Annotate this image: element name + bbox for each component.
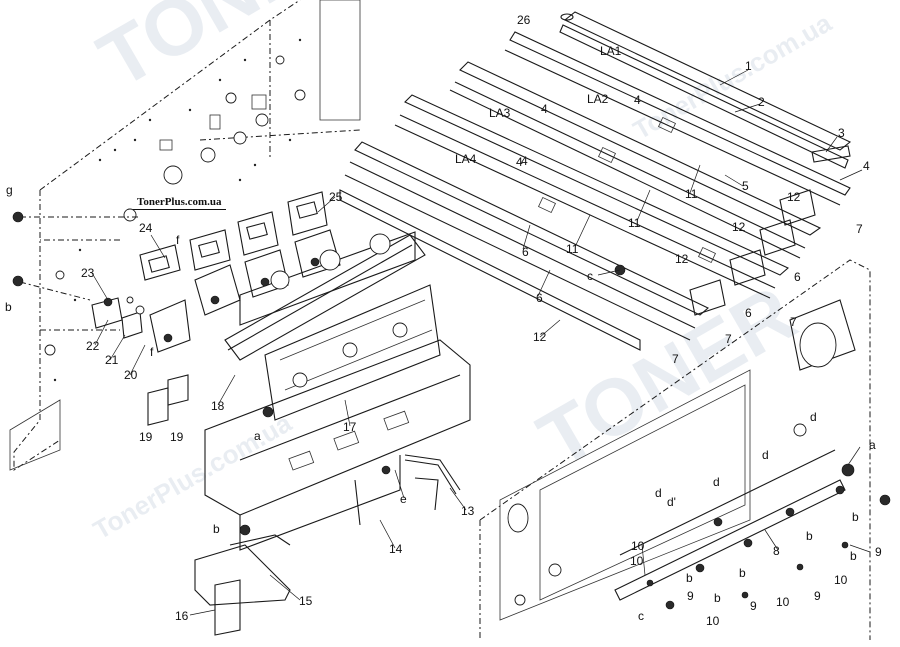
callout-label: d (810, 410, 817, 424)
callout-label: 7 (672, 352, 679, 366)
callout-label: 6 (522, 245, 529, 259)
cable-13 (404, 454, 461, 511)
watermark-site: TonerPlus.com.ua (88, 407, 297, 545)
callout-label: 14 (389, 542, 403, 556)
callout-label: 7 (856, 222, 863, 236)
callout-label: 9 (875, 545, 882, 559)
callout-label: 9 (750, 599, 757, 613)
bracket-15-16 (194, 534, 291, 636)
callout-label: a (254, 429, 261, 443)
callout-label: 22 (86, 339, 100, 353)
callout-label: 10 (706, 614, 720, 628)
callout-label: b (739, 566, 746, 580)
callout-label: e (400, 492, 407, 506)
screws-left (12, 211, 391, 536)
callout-label: 4 (863, 159, 870, 173)
callout-label: b (852, 510, 859, 524)
callout-label: d (762, 448, 769, 462)
callout-label: d (655, 486, 662, 500)
callout-label: b (686, 571, 693, 585)
callout-label: 12 (533, 330, 547, 344)
callout-label: 2 (758, 95, 765, 109)
callout-label: 12 (675, 252, 689, 266)
callout-label: b (850, 549, 857, 563)
callout-label: 20 (124, 368, 138, 382)
callout-label: 11 (628, 216, 641, 230)
callout-label: c (638, 609, 644, 623)
plate-parts (147, 374, 189, 426)
callout-label: 4 (521, 154, 528, 168)
callout-label: 17 (343, 420, 357, 434)
callout-label: 19 (170, 430, 184, 444)
callout-label: 9 (687, 589, 694, 603)
site-label: TonerPlus.com.ua (133, 195, 226, 210)
callout-label: 6 (745, 306, 752, 320)
callout-label: 10 (631, 539, 645, 553)
callout-label: 12 (732, 220, 746, 234)
callout-label: 5 (742, 179, 749, 193)
mount-rail (224, 231, 441, 421)
callout-label: 11 (566, 242, 579, 256)
callout-label: LA3 (489, 106, 511, 120)
callout-label: 7 (790, 315, 797, 329)
callout-label: 4 (541, 102, 548, 116)
watermark-brand: TONER (84, 0, 370, 105)
callout-label: d' (667, 495, 676, 509)
hopper-assembly (139, 191, 341, 353)
callout-label: 25 (329, 190, 343, 204)
callout-label: 7 (725, 332, 732, 346)
callout-label: d (713, 475, 720, 489)
laser-rail-assemblies (339, 11, 852, 351)
callout-label: 13 (461, 504, 475, 518)
callout-label: 6 (794, 270, 801, 284)
callout-label: LA4 (455, 152, 477, 166)
callout-label: LA1 (600, 44, 622, 58)
callout-label: 18 (211, 399, 225, 413)
right-side-frame (479, 259, 891, 640)
callout-label: 24 (139, 221, 153, 235)
left-frame-dots (53, 38, 302, 382)
watermark-layer: TONER TONER TonerPlus.com.ua TonerPlus.c… (84, 0, 837, 545)
callout-labels: 26 LA1 1 2 LA2 4 3 LA3 4 4 4 LA4 4 5 11 … (5, 13, 882, 628)
callout-label: 21 (105, 353, 119, 367)
leader-lines (91, 69, 871, 616)
callout-label: 6 (536, 291, 543, 305)
callout-label: b (714, 591, 721, 605)
callout-label: g (6, 183, 13, 197)
callout-label: 11 (685, 187, 698, 201)
callout-label: 4 (516, 155, 523, 169)
callout-label: c (587, 269, 593, 283)
callout-label: a (869, 438, 876, 452)
callout-label: 9 (814, 589, 821, 603)
callout-label: b (5, 300, 12, 314)
callout-label: 3 (838, 126, 845, 140)
guide-line (19, 281, 91, 301)
callout-label: f (150, 345, 154, 359)
callout-label: 12 (787, 190, 801, 204)
callout-label: b (806, 529, 813, 543)
left-side-frame (9, 0, 361, 471)
callout-label: 10 (630, 554, 644, 568)
callout-label: 10 (834, 573, 848, 587)
callout-label: 10 (776, 595, 790, 609)
sensor-parts (91, 296, 145, 339)
callout-label: f (176, 233, 180, 247)
callout-label: 23 (81, 266, 95, 280)
callout-label: 16 (175, 609, 189, 623)
callout-label: 8 (773, 544, 780, 558)
callout-label: LA2 (587, 92, 609, 106)
callout-label: 26 (517, 13, 531, 27)
callout-label: 4 (634, 93, 641, 107)
callout-label: b (213, 522, 220, 536)
callout-label: 1 (745, 59, 752, 73)
callout-label: 19 (139, 430, 153, 444)
lower-duct (204, 339, 471, 551)
callout-label: 15 (299, 594, 313, 608)
